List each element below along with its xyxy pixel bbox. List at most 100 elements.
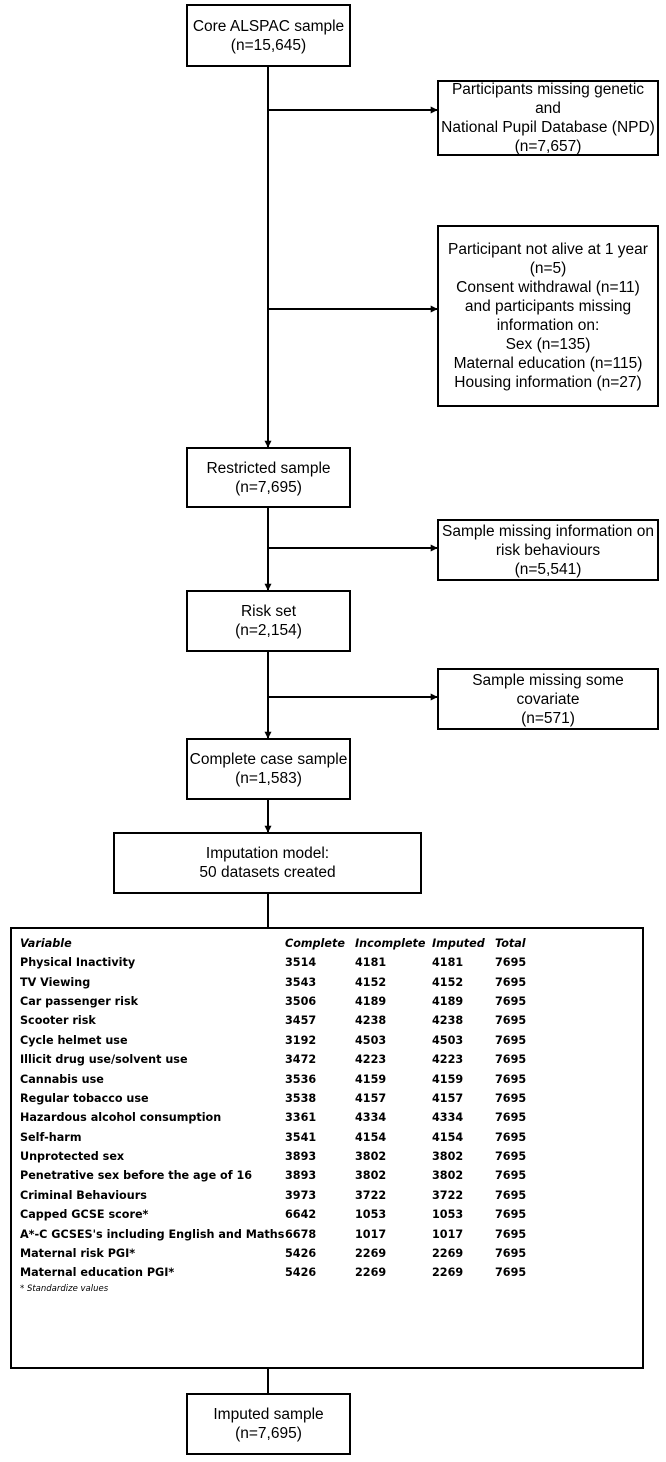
- cell-variable: Scooter risk: [20, 1014, 96, 1028]
- cell-complete: 3893: [285, 1150, 317, 1164]
- imputation-model-title: Imputation model:: [205, 845, 330, 862]
- cell-incomplete: 4189: [355, 994, 387, 1008]
- cell-complete: 3472: [285, 1053, 317, 1067]
- cell-incomplete: 2269: [355, 1266, 387, 1280]
- cell-complete: 5426: [285, 1266, 317, 1280]
- cell-imputed: 4181: [432, 956, 464, 970]
- cell-variable: Maternal risk PGI*: [20, 1247, 136, 1261]
- cell-total: 7695: [495, 975, 527, 989]
- cell-complete: 3192: [285, 1033, 317, 1047]
- table-header-row: Variable Complete Incomplete Imputed Tot…: [20, 934, 634, 953]
- cell-imputed: 3802: [432, 1169, 464, 1183]
- cell-complete: 3893: [285, 1169, 317, 1183]
- cell-variable: Regular tobacco use: [20, 1091, 149, 1105]
- exclusion-2-line-7: Maternal education (n=115): [453, 355, 643, 372]
- imputed-sample-box: Imputed sample (n=7,695): [186, 1393, 351, 1455]
- cell-variable: Maternal education PGI*: [20, 1266, 175, 1280]
- cell-total: 7695: [495, 1111, 527, 1125]
- cell-imputed: 4223: [432, 1053, 464, 1067]
- risk-set-box: Risk set (n=2,154): [186, 590, 351, 652]
- cell-complete: 3536: [285, 1072, 317, 1086]
- cell-complete: 6642: [285, 1208, 317, 1222]
- cell-incomplete: 2269: [355, 1247, 387, 1261]
- cell-imputed: 2269: [432, 1266, 464, 1280]
- cell-incomplete: 3802: [355, 1169, 387, 1183]
- cell-total: 7695: [495, 1208, 527, 1222]
- cell-imputed: 3802: [432, 1150, 464, 1164]
- cell-total: 7695: [495, 1091, 527, 1105]
- exclusion-2-line-8: Housing information (n=27): [454, 374, 642, 391]
- cell-total: 7695: [495, 1247, 527, 1261]
- cell-imputed: 1053: [432, 1208, 464, 1222]
- exclusion-2-line-2: (n=5): [529, 260, 567, 277]
- cell-variable: Penetrative sex before the age of 16: [20, 1169, 253, 1183]
- exclusion-box-4: Sample missing some covariate (n=571): [437, 668, 659, 730]
- cell-complete: 3973: [285, 1188, 317, 1202]
- cell-incomplete: 4238: [355, 1014, 387, 1028]
- cell-incomplete: 4152: [355, 975, 387, 989]
- risk-set-title: Risk set: [240, 603, 297, 620]
- cell-variable: Hazardous alcohol consumption: [20, 1111, 222, 1125]
- complete-case-title: Complete case sample: [189, 751, 348, 768]
- cell-complete: 6678: [285, 1227, 317, 1241]
- header-incomplete: Incomplete: [355, 937, 426, 950]
- complete-case-n: (n=1,583): [235, 770, 302, 787]
- cell-imputed: 4238: [432, 1014, 464, 1028]
- cell-incomplete: 4334: [355, 1111, 387, 1125]
- exclusion-3-line-1: Sample missing information on: [442, 522, 654, 540]
- cell-total: 7695: [495, 1227, 527, 1241]
- cell-variable: Cycle helmet use: [20, 1033, 128, 1047]
- cell-variable: A*-C GCSES's including English and Maths: [20, 1227, 285, 1241]
- cell-imputed: 3722: [432, 1188, 464, 1202]
- cell-complete: 3543: [285, 975, 317, 989]
- complete-case-box: Complete case sample (n=1,583): [186, 738, 351, 800]
- exclusion-4-line-2: (n=571): [521, 709, 575, 727]
- header-complete: Complete: [285, 937, 345, 950]
- cell-complete: 3361: [285, 1111, 317, 1125]
- exclusion-2-line-1: Participant not alive at 1 year: [448, 241, 648, 258]
- restricted-sample-n: (n=7,695): [235, 478, 302, 496]
- table-footnote: * Standardize values: [20, 1283, 109, 1294]
- cell-complete: 3457: [285, 1014, 317, 1028]
- imputed-sample-title: Imputed sample: [213, 1406, 324, 1423]
- cell-complete: 3541: [285, 1130, 317, 1144]
- cell-incomplete: 4223: [355, 1053, 387, 1067]
- cell-total: 7695: [495, 1130, 527, 1144]
- header-imputed: Imputed: [432, 937, 485, 950]
- cell-total: 7695: [495, 1150, 527, 1164]
- exclusion-box-1: Participants missing genetic and Nationa…: [437, 80, 659, 156]
- exclusion-2-line-3: Consent withdrawal (n=11): [456, 279, 640, 296]
- imputation-table-box: Variable Complete Incomplete Imputed Tot…: [10, 927, 644, 1369]
- cell-complete: 3506: [285, 994, 317, 1008]
- table-row: Penetrative sex before the age of 16 3893…: [20, 1166, 634, 1185]
- cell-incomplete: 4159: [355, 1072, 387, 1086]
- exclusion-3-line-3: (n=5,541): [514, 560, 582, 578]
- exclusion-1-line-3: (n=7,657): [514, 138, 582, 155]
- cell-imputed: 4159: [432, 1072, 464, 1086]
- exclusion-3-line-2: risk behaviours: [495, 541, 601, 559]
- core-sample-n: (n=15,645): [230, 36, 307, 54]
- imputed-sample-n: (n=7,695): [235, 1425, 302, 1442]
- cell-variable: Criminal Behaviours: [20, 1188, 147, 1202]
- cell-complete: 3514: [285, 956, 317, 970]
- table-row: A*-C GCSES's including English and Maths…: [20, 1224, 634, 1243]
- exclusion-box-2: Participant not alive at 1 year (n=5) Co…: [437, 225, 659, 407]
- exclusion-1-line-2: National Pupil Database (NPD): [441, 119, 655, 136]
- cell-imputed: 4503: [432, 1033, 464, 1047]
- cell-variable: Capped GCSE score*: [20, 1208, 149, 1222]
- cell-incomplete: 4503: [355, 1033, 387, 1047]
- cell-total: 7695: [495, 1053, 527, 1067]
- cell-incomplete: 4154: [355, 1130, 387, 1144]
